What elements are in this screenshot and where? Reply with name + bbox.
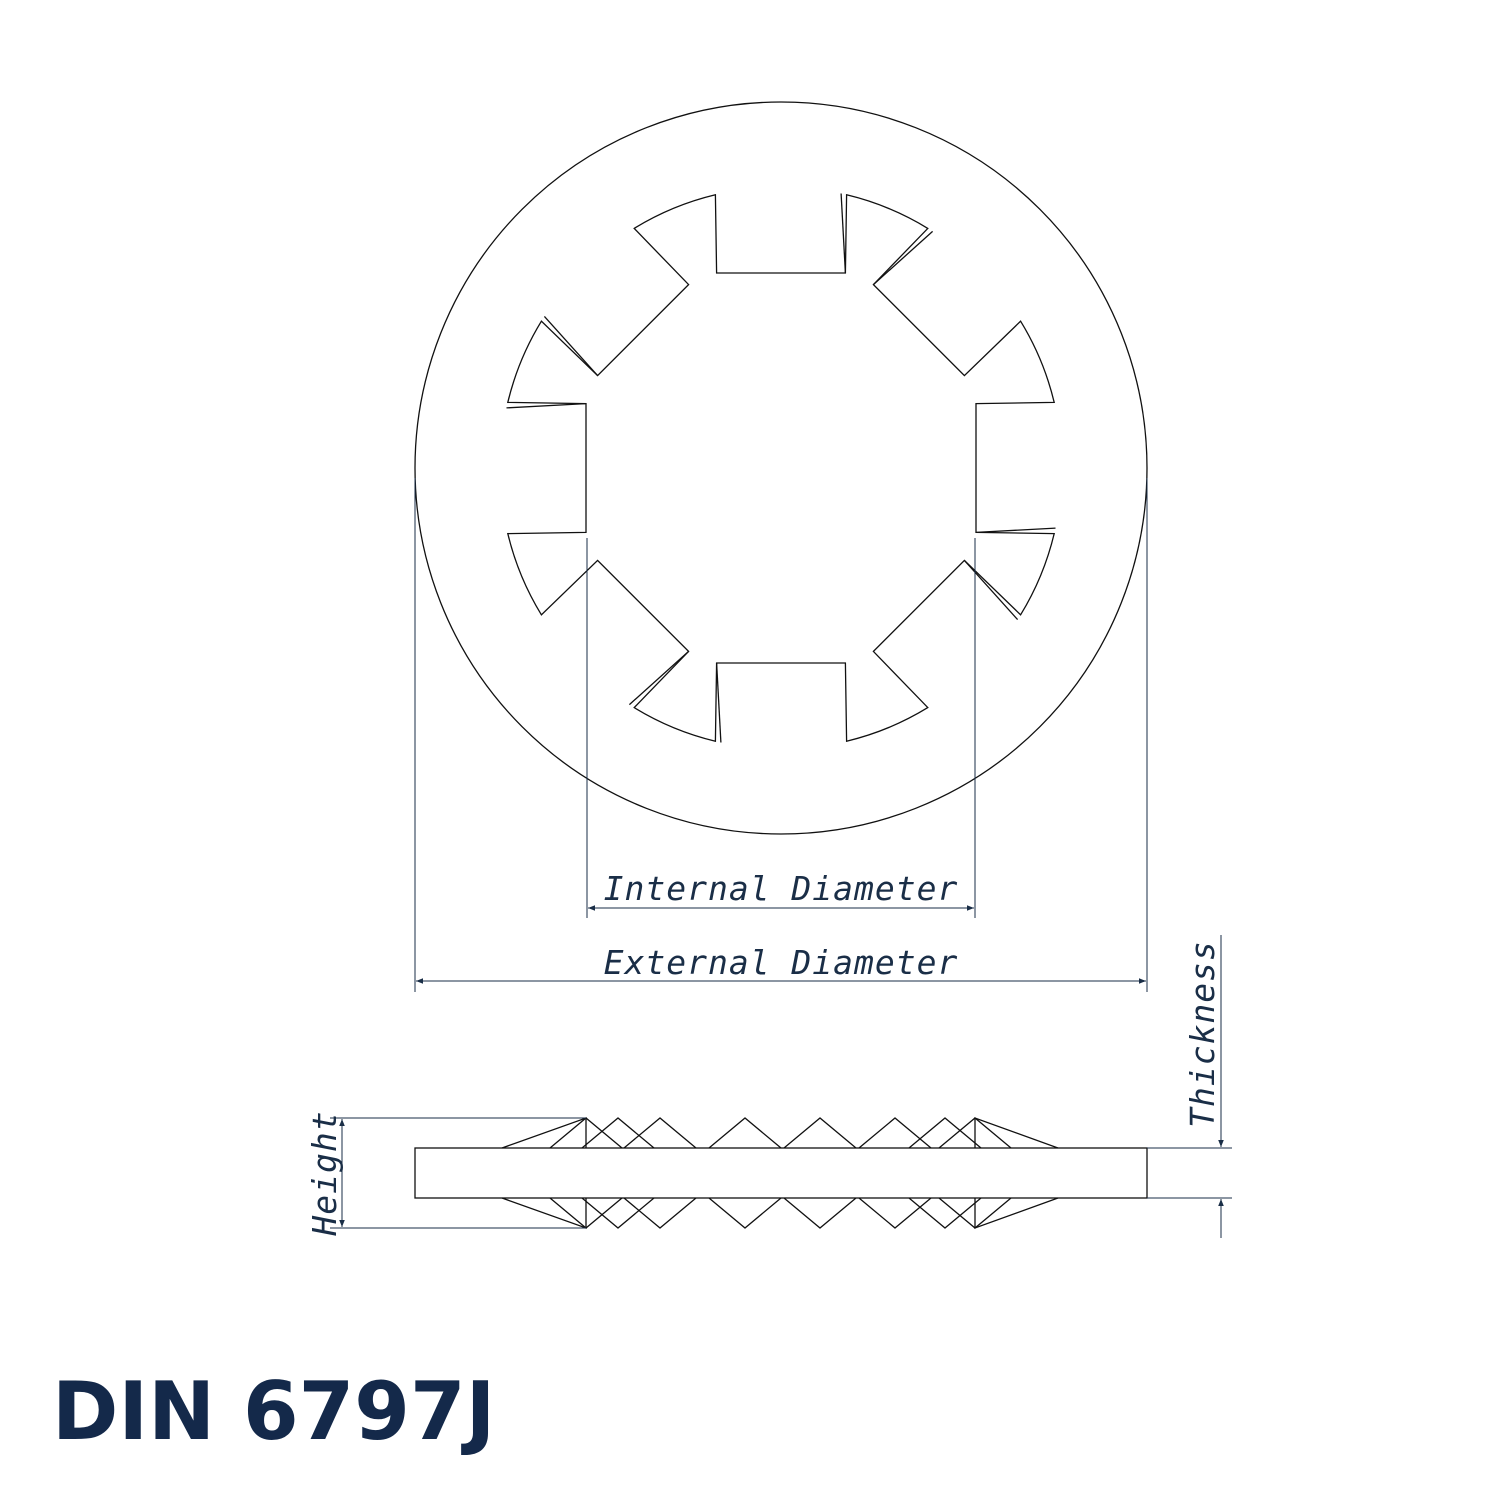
side-tooth-lower: [708, 1197, 782, 1229]
outer-ring-edge: [414, 101, 1148, 835]
side-tooth-edge: [974, 1197, 1059, 1229]
side-tooth-upper: [581, 1117, 655, 1149]
side-tooth-lower: [908, 1197, 982, 1229]
height-dimension: Height: [305, 1110, 586, 1237]
side-tooth-lower: [783, 1197, 857, 1229]
tooth-twist-line: [715, 662, 722, 743]
thickness-label: Thickness: [1183, 940, 1222, 1128]
side-tooth-upper: [858, 1117, 932, 1149]
washer-body-profile: [414, 1147, 1148, 1199]
inner-toothed-edge: [506, 193, 1056, 743]
side-tooth-edge: [501, 1117, 587, 1149]
tooth-twist-line: [975, 527, 1056, 534]
tooth-twist-line: [543, 315, 599, 377]
washer-top-view: [414, 101, 1148, 835]
tooth-twist-line: [872, 230, 934, 286]
side-view-teeth: [501, 1117, 1059, 1229]
internal-diameter-dimension: Internal Diameter: [586, 538, 976, 918]
external-diameter-dimension: External Diameter: [414, 478, 1148, 992]
side-tooth-edge: [501, 1197, 587, 1229]
side-tooth-lower: [858, 1197, 932, 1229]
side-tooth-edge: [974, 1117, 1059, 1149]
side-tooth-upper: [708, 1117, 782, 1149]
thickness-dimension: Thickness: [1147, 935, 1232, 1238]
side-tooth-upper: [783, 1117, 857, 1149]
internal-diameter-label: Internal Diameter: [604, 869, 959, 908]
internal-teeth: [506, 193, 1056, 743]
side-tooth-lower: [581, 1197, 655, 1229]
washer-side-view: [414, 1117, 1148, 1229]
external-diameter-label: External Diameter: [604, 943, 959, 982]
tooth-twist-line: [628, 650, 690, 706]
standard-title: DIN 6797J: [52, 1365, 496, 1458]
tooth-twist-line: [840, 193, 847, 274]
side-tooth-upper: [623, 1117, 697, 1149]
tooth-twist-line: [506, 402, 587, 409]
side-tooth-lower: [623, 1197, 697, 1229]
tooth-twist-line: [963, 559, 1019, 621]
height-label: Height: [305, 1110, 344, 1236]
side-tooth-upper: [908, 1117, 982, 1149]
